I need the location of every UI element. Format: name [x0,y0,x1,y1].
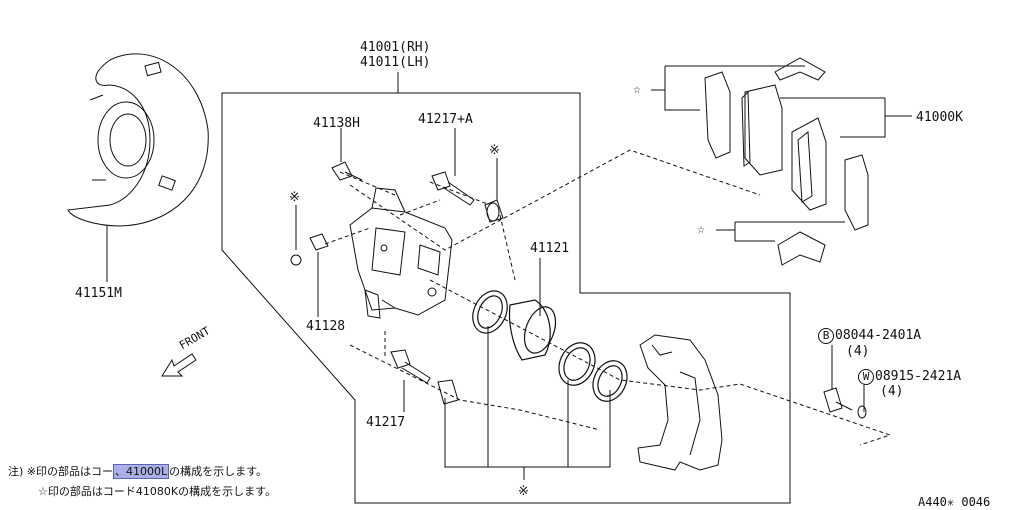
washer-part-number: 08915-2421A [875,369,962,384]
caliper-assembly-outline [221,92,791,504]
note-line-1-prefix: 注) ※印の部品はコー [8,465,114,478]
label-pin-kit-lower[interactable]: 41217 [366,415,406,430]
label-piston[interactable]: 41121 [530,241,570,256]
brake-pads [704,57,869,266]
torque-member [637,334,723,471]
asterisk-mark-pin: ※ [489,143,500,158]
front-arrow-icon [161,353,197,377]
note-line-2: ☆印の部品はコード41080Kの構成を示します。 [38,485,276,498]
label-bleeder[interactable]: 41128 [306,319,346,334]
star-mark-top: ☆ [633,82,641,97]
label-caliper-lh[interactable]: 41011(LH) [360,55,431,70]
note-line-1-suffix: の構成を示します。 [169,465,268,478]
bolt-symbol-icon: B [818,328,834,344]
caliper-body [349,187,453,319]
label-pin-kit-upper[interactable]: 41217+A [418,112,473,127]
washer-symbol-icon: W [858,369,874,385]
bolt-quantity: (4) [846,344,870,359]
asterisk-mark-seals: ※ [518,484,529,499]
pin-bolt-hardware [290,161,867,419]
code-41000L-link[interactable]: 、41000L [113,464,170,479]
star-mark-bottom: ☆ [697,222,705,237]
label-baffle-plate[interactable]: 41151M [75,286,122,301]
label-pad-kit[interactable]: 41000K [916,110,963,125]
piston-seal-set [472,290,628,402]
label-bolt-pin[interactable]: 41138H [313,116,360,131]
bolt-part-number: 08044-2401A [835,328,922,343]
label-caliper-rh[interactable]: 41001(RH) [360,40,431,55]
asterisk-mark-bleeder-cap: ※ [289,190,300,205]
washer-quantity: (4) [880,384,904,399]
front-direction-indicator: FRONT [158,324,248,382]
diagram-id: A440✳ 0046 [918,495,991,509]
baffle-plate [67,53,209,227]
